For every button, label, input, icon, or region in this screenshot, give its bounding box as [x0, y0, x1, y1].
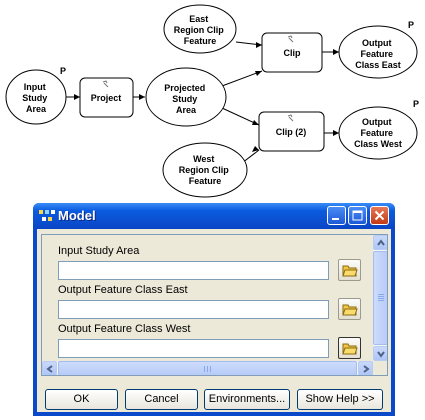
browse-button-input-study-area[interactable]: [338, 259, 361, 281]
arrow-head: [139, 94, 145, 100]
input-study-area-field[interactable]: [58, 261, 329, 280]
clip2-tool-node[interactable]: [258, 111, 325, 152]
minimize-button[interactable]: [327, 206, 346, 225]
projected-study-area-node[interactable]: [145, 67, 227, 127]
project-tool-node[interactable]: [79, 77, 134, 118]
environments-button[interactable]: Environments...: [204, 389, 290, 410]
field-label-input-study-area: Input Study Area: [58, 245, 140, 257]
clip-label: Clip: [284, 48, 302, 58]
west-region-clip-feature-label: West Region Clip Feature: [179, 154, 232, 186]
maximize-icon: [352, 210, 363, 221]
chevron-left-icon: [46, 365, 53, 373]
connector-projected-to-clip: [221, 70, 263, 87]
arrow-head: [252, 120, 259, 125]
output-fc-west-label: Output Feature Class West: [354, 117, 402, 149]
horizontal-scroll-thumb[interactable]: [58, 361, 357, 375]
title-bar[interactable]: Model: [33, 203, 395, 229]
connector-projected-to-clip2: [221, 107, 260, 126]
horizontal-scrollbar[interactable]: [42, 361, 373, 375]
open-folder-icon: [342, 343, 358, 355]
browse-button-output-fc-east[interactable]: [338, 298, 361, 320]
scroll-up-button[interactable]: [373, 235, 387, 250]
output-fc-west-field[interactable]: [58, 339, 329, 358]
minimize-icon: [332, 218, 339, 220]
close-icon: [374, 210, 385, 221]
arrow-head: [252, 146, 259, 152]
scroll-right-button[interactable]: [358, 361, 373, 375]
parameter-marker: P: [408, 20, 414, 30]
scroll-left-button[interactable]: [42, 361, 57, 375]
clip2-label: Clip (2): [276, 127, 307, 137]
projected-study-area-label: Projected Study Area: [164, 83, 208, 115]
close-button[interactable]: [370, 206, 389, 225]
chevron-up-icon: [377, 239, 385, 246]
field-label-output-fc-west: Output Feature Class West: [58, 323, 191, 335]
arrow-head: [333, 49, 339, 55]
scrollbar-corner: [373, 361, 387, 375]
hammer-icon: [287, 35, 294, 43]
dialog-client-area: Input Study Area Output Feature Class Ea…: [37, 229, 391, 412]
arrow-head: [256, 42, 262, 48]
open-folder-icon: [342, 304, 358, 316]
west-region-clip-feature-node[interactable]: [162, 142, 248, 198]
browse-button-output-fc-west[interactable]: [338, 337, 361, 359]
parameter-marker: P: [60, 66, 66, 76]
parameters-panel: Input Study Area Output Feature Class Ea…: [41, 234, 388, 376]
model-diagram: Input Study Area Project Projected Study…: [5, 4, 419, 198]
input-study-area-node[interactable]: [5, 69, 67, 125]
east-region-clip-feature-label: East Region Clip Feature: [174, 14, 227, 46]
ok-button[interactable]: OK: [45, 389, 118, 410]
chevron-right-icon: [363, 365, 370, 373]
east-region-clip-feature-node[interactable]: [163, 4, 237, 54]
chevron-down-icon: [377, 351, 385, 358]
hammer-icon: [287, 114, 294, 122]
open-folder-icon: [342, 265, 358, 277]
maximize-button[interactable]: [348, 206, 367, 225]
output-fc-west-node[interactable]: [338, 106, 418, 160]
output-fc-east-node[interactable]: [338, 25, 418, 79]
input-study-area-label: Input Study Area: [22, 82, 50, 114]
output-fc-east-label: Output Feature Class East: [355, 38, 401, 70]
arrow-head: [333, 130, 339, 136]
cancel-button[interactable]: Cancel: [125, 389, 198, 410]
clip-tool-node[interactable]: [261, 32, 323, 73]
output-fc-east-field[interactable]: [58, 300, 329, 319]
parameter-marker: P: [413, 99, 419, 109]
field-label-output-fc-east: Output Feature Class East: [58, 284, 188, 296]
model-app-icon: [39, 210, 55, 221]
arrow-head: [255, 71, 262, 76]
arrow-head: [74, 94, 80, 100]
hammer-icon: [102, 80, 109, 88]
project-label: Project: [91, 93, 122, 103]
vertical-scroll-thumb[interactable]: [373, 251, 387, 345]
scroll-down-button[interactable]: [373, 346, 387, 361]
vertical-scrollbar[interactable]: [373, 235, 387, 361]
show-help-button[interactable]: Show Help >>: [297, 389, 383, 410]
model-dialog-window: Model Input Study Area Output Feature Cl…: [33, 203, 395, 416]
window-title: Model: [58, 208, 96, 223]
